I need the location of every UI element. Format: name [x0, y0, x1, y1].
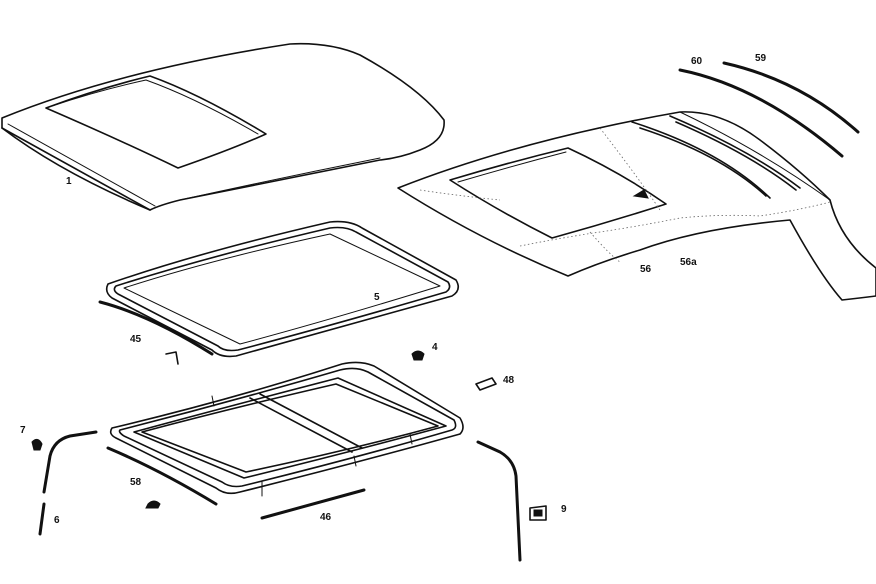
callout-9: 9 [561, 504, 567, 515]
callout-46: 46 [320, 512, 332, 523]
part-59-strip [722, 61, 860, 134]
callout-4: 4 [432, 342, 438, 353]
callout-1: 1 [66, 176, 72, 187]
part-5-seal-frame [105, 220, 460, 358]
callout-7: 7 [20, 425, 26, 436]
part-9-bracket [529, 505, 547, 521]
part-45-seal-strip [98, 300, 214, 356]
callout-48: 48 [503, 375, 515, 386]
part-58-clip [145, 500, 161, 509]
rail-right [476, 440, 522, 562]
callout-56: 56 [640, 264, 652, 275]
part-4-clip [411, 350, 425, 361]
part-1-sunroof-panel [1, 42, 445, 211]
part-9-bracket-fill [533, 509, 543, 517]
rail-left [42, 430, 98, 494]
callout-58: 58 [130, 477, 142, 488]
callout-5: 5 [374, 292, 380, 303]
callout-56a: 56a [680, 257, 697, 268]
part-48-block [475, 377, 497, 391]
part-58-guide-rail [106, 446, 218, 506]
callout-60: 60 [691, 56, 703, 67]
part-7-clip [31, 438, 43, 451]
callout-59: 59 [755, 53, 767, 64]
part-6-rod [38, 502, 46, 536]
callout-6: 6 [54, 515, 60, 526]
part-60-strip [678, 68, 844, 158]
part-56-roof [397, 111, 876, 301]
callout-45: 45 [130, 334, 142, 345]
clip-icon [165, 351, 179, 365]
part-46-strip [260, 488, 366, 520]
sunroof-frame-assembly [109, 361, 464, 497]
